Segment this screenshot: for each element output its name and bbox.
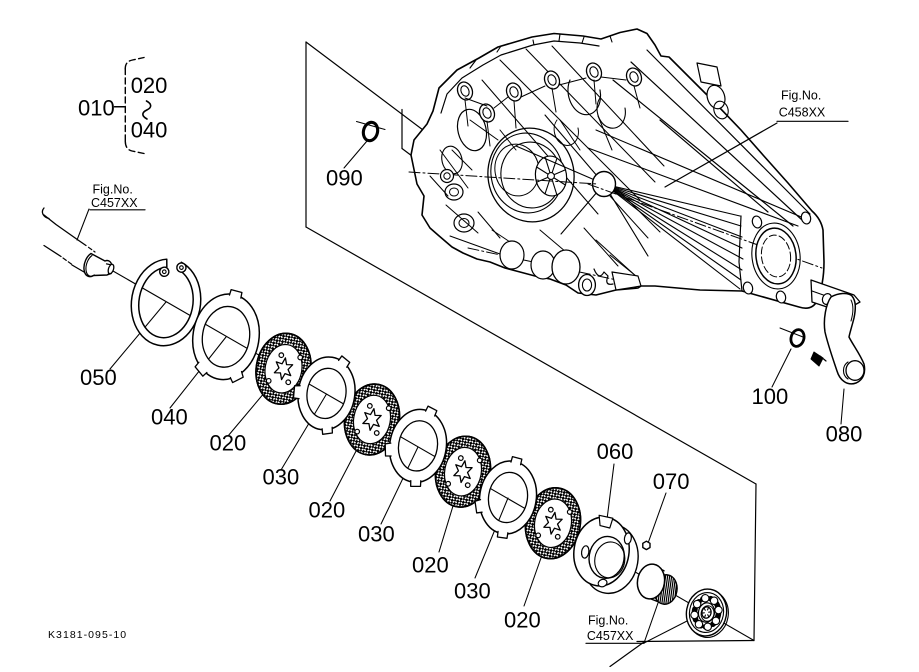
svg-text:020: 020 <box>504 608 541 633</box>
svg-text:K3181-095-10: K3181-095-10 <box>48 629 127 641</box>
svg-text:C457XX: C457XX <box>91 196 138 210</box>
svg-text:C458XX: C458XX <box>779 106 826 120</box>
svg-text:030: 030 <box>454 579 491 604</box>
svg-text:020: 020 <box>210 431 247 456</box>
svg-text:060: 060 <box>597 439 634 464</box>
svg-text:020: 020 <box>131 73 168 98</box>
svg-text:010: 010 <box>78 96 115 121</box>
svg-text:Fig.No.: Fig.No. <box>93 183 133 197</box>
svg-text:040: 040 <box>151 405 188 430</box>
svg-text:080: 080 <box>826 422 863 447</box>
svg-text:C457XX: C457XX <box>587 629 634 643</box>
svg-text:020: 020 <box>412 553 449 578</box>
svg-text:030: 030 <box>358 522 395 547</box>
svg-text:Fig.No.: Fig.No. <box>781 89 821 103</box>
svg-text:090: 090 <box>326 166 363 191</box>
svg-text:040: 040 <box>131 118 168 143</box>
svg-text:Fig.No.: Fig.No. <box>588 614 628 628</box>
svg-text:050: 050 <box>80 365 117 390</box>
svg-text:030: 030 <box>263 465 300 490</box>
svg-text:070: 070 <box>653 469 690 494</box>
svg-text:100: 100 <box>752 384 789 409</box>
svg-text:020: 020 <box>309 498 346 523</box>
